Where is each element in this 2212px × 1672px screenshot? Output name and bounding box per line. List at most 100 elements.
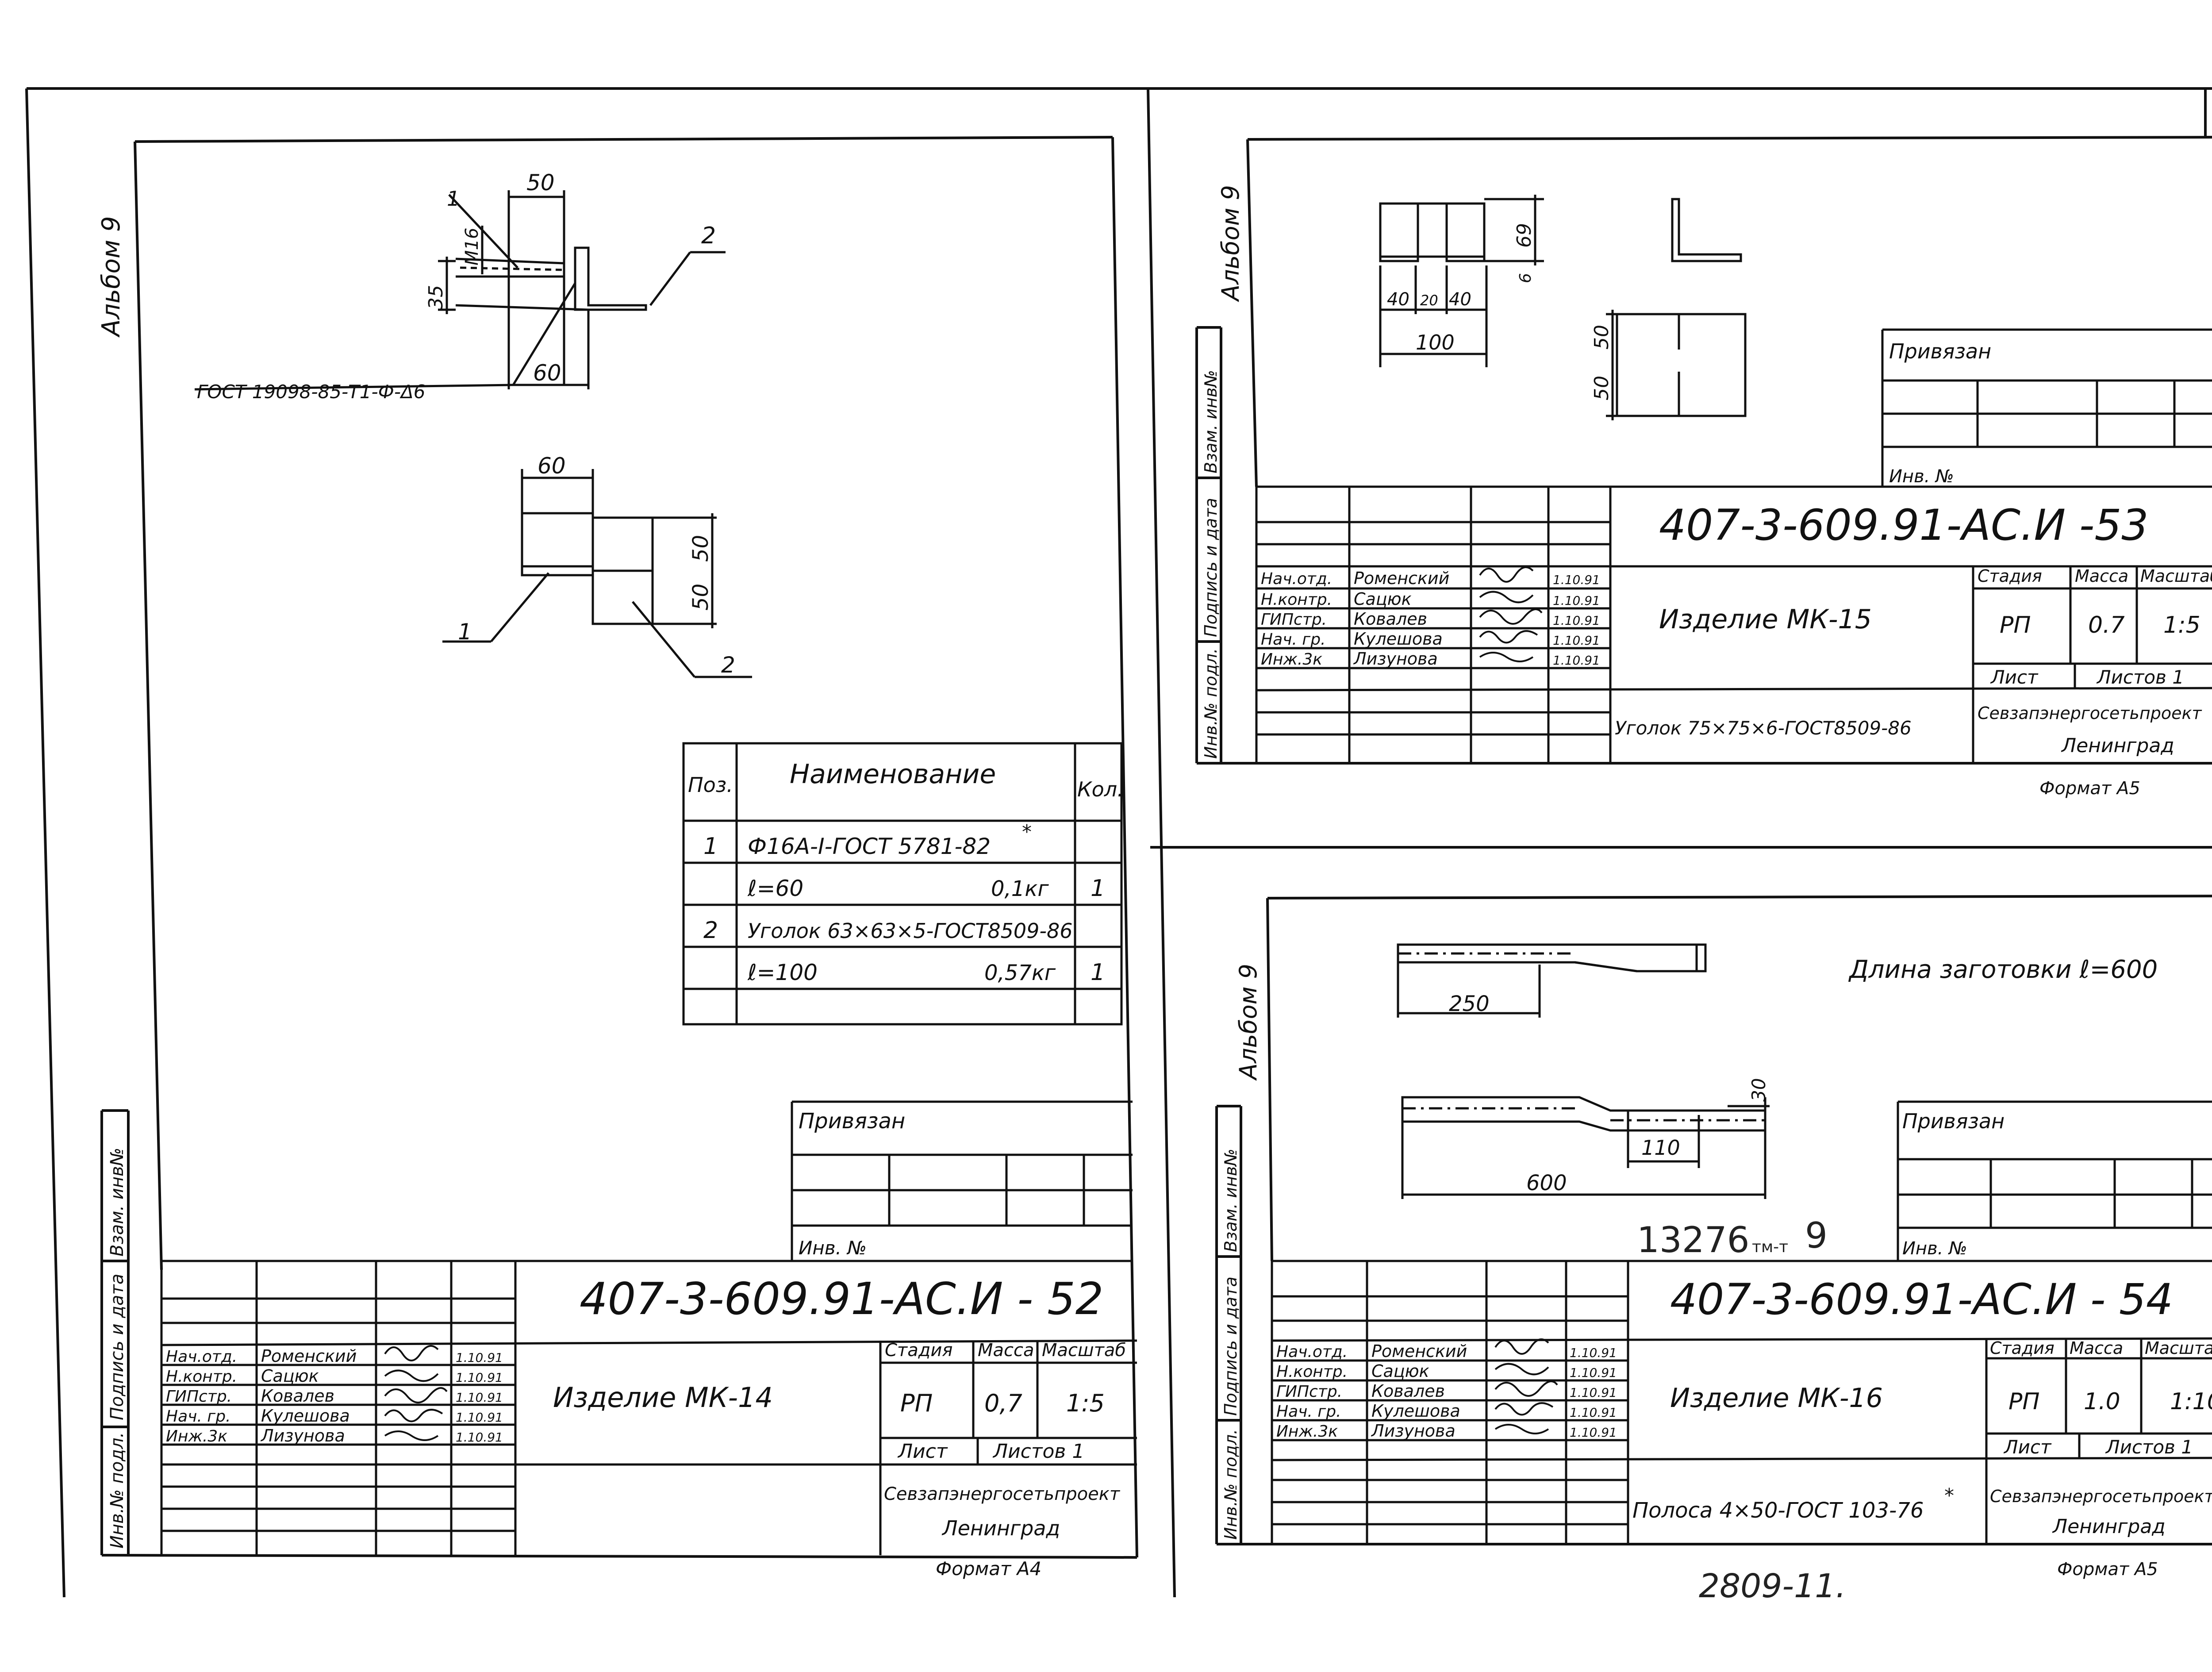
staff-role: Н.контр. [1261, 591, 1332, 609]
staff-role: Н.контр. [1276, 1363, 1348, 1381]
staff-date: 1.10.91 [456, 1410, 503, 1425]
side-stamp-1: Взам. инв№ [107, 1148, 127, 1257]
dim-50: 50 [526, 170, 555, 196]
spec-row4-mass: 0,57кг [984, 961, 1056, 985]
format-label: Формат А5 [2057, 1559, 2158, 1580]
staff-list: Нач.отд. Роменский 1.10.91 Н.контр. Сацю… [166, 1346, 503, 1445]
dim-30: 30 [1748, 1078, 1770, 1102]
staff-name: Ковалев [1354, 609, 1427, 629]
staff-name: Ковалев [1371, 1381, 1445, 1401]
staff-name: Сацюк [1371, 1361, 1429, 1381]
staff-date: 1.10.91 [456, 1350, 503, 1365]
sheet-54-frame [1215, 895, 2212, 1545]
spec-row4-qty: 1 [1091, 959, 1105, 986]
spec-row1-mark: * [1022, 821, 1032, 843]
staff-role: Н.контр. [166, 1368, 237, 1386]
privyazan-block [1897, 1100, 2212, 1261]
staff-role: ГИПстр. [1276, 1383, 1342, 1401]
staff-date: 1.10.91 [1570, 1345, 1617, 1360]
staff-role: ГИПстр. [166, 1388, 232, 1406]
staff-role: Нач. гр. [1261, 630, 1326, 649]
stage-value: РП [2008, 1388, 2039, 1415]
staff-date: 1.10.91 [1553, 653, 1600, 668]
staff-date: 1.10.91 [456, 1390, 503, 1405]
thread-label: М16 [462, 228, 482, 265]
plan-pos-1: 1 [458, 619, 472, 645]
archive-number: 13276 [1637, 1219, 1750, 1261]
title-block [160, 1260, 1137, 1555]
list-label: Лист [1990, 666, 2039, 688]
staff-date: 1.10.91 [1553, 593, 1600, 608]
scale-value: 1:5 [1066, 1389, 1105, 1417]
staff-date: 1.10.91 [456, 1370, 503, 1385]
plan-dim-50b: 50 [688, 584, 713, 611]
dim-100: 100 [1416, 331, 1455, 354]
staff-name: Кулешова [1371, 1401, 1460, 1421]
stage-value: РП [900, 1389, 933, 1417]
listov-label: Листов 1 [2096, 666, 2184, 688]
staff-name: Кулешова [261, 1406, 350, 1426]
mass-header: Масса [2070, 1338, 2123, 1358]
side-stamp-1: Взам. инв№ [1201, 370, 1221, 473]
staff-date: 1.10.91 [1570, 1425, 1617, 1440]
staff-name: Сацюк [1354, 589, 1412, 609]
plan-dim-60: 60 [538, 453, 566, 479]
mass-value: 0.7 [2088, 612, 2125, 638]
list-label: Лист [897, 1440, 948, 1463]
format-label: Формат А4 [936, 1558, 1041, 1580]
album-label: Альбом 9 [1217, 185, 1244, 302]
signatures [1479, 566, 1543, 662]
stage-value: РП [2000, 612, 2031, 638]
spec-row3-pos: 2 [703, 917, 718, 944]
staff-date: 1.10.91 [1570, 1365, 1617, 1380]
stage-header: Стадия [885, 1340, 952, 1361]
doc-code: 407-3-609.91-АС.И -53 [1659, 500, 2148, 550]
dim-40a: 40 [1387, 289, 1409, 310]
doc-code: 407-3-609.91-АС.И - 54 [1670, 1275, 2173, 1324]
plan-pos-2: 2 [721, 652, 735, 678]
staff-role: Нач.отд. [1261, 570, 1332, 588]
privyazan-block [791, 1100, 1133, 1261]
spec-row2-qty: 1 [1091, 875, 1105, 902]
staff-name: Роменский [261, 1346, 357, 1366]
spec-row3-name: Уголок 63×63×5-ГОСТ8509-86 [748, 919, 1073, 943]
dim-250: 250 [1449, 992, 1490, 1016]
sheet-53: Альбом 9 Взам. инв№ Подпись и дата Инв.№… [1195, 136, 2212, 799]
dim-20: 20 [1420, 292, 1438, 309]
dim-50a: 50 [1590, 325, 1613, 350]
pos-1-label: 1 [447, 187, 460, 211]
item-title: Изделие МК-16 [1670, 1383, 1883, 1414]
stage-header: Стадия [1990, 1338, 2055, 1358]
staff-date: 1.10.91 [1553, 613, 1600, 628]
staff-date: 1.10.91 [1570, 1405, 1617, 1420]
angle-views [1379, 195, 1747, 420]
spec-row1-pos: 1 [703, 833, 718, 860]
mass-value: 0,7 [984, 1389, 1022, 1417]
dim-50b: 50 [1590, 376, 1613, 400]
org-name: Севзапэнергосетьпроект [884, 1484, 1121, 1504]
staff-date: 1.10.91 [1553, 573, 1600, 587]
staff-list: Нач.отд. Роменский 1.10.91 Н.контр. Сацю… [1276, 1341, 1617, 1441]
archive-suffix: тм-т [1752, 1238, 1788, 1256]
elevation-view [194, 190, 726, 391]
dim-69: 69 [1513, 223, 1536, 248]
sheet-52-frame [100, 136, 1138, 1559]
mass-header: Масса [978, 1340, 1034, 1361]
staff-role: Инж.3к [166, 1427, 227, 1445]
staff-role: Нач.отд. [166, 1348, 237, 1366]
listov-label: Листов 1 [992, 1440, 1084, 1463]
strip-views [1397, 943, 1770, 1199]
stage-header: Стадия [1978, 566, 2042, 586]
pos-2-label: 2 [701, 223, 716, 249]
org-city: Ленинград [2061, 734, 2174, 757]
footer-number: 2809-11. [1699, 1567, 1846, 1605]
dim-40b: 40 [1449, 289, 1471, 310]
privyazan-block [1881, 328, 2212, 487]
inv-label: Инв. № [1902, 1238, 1967, 1259]
staff-name: Сацюк [261, 1366, 319, 1386]
spec-row2-mass: 0,1кг [991, 876, 1049, 901]
scale-header: Масштаб [1042, 1340, 1126, 1361]
plan-view [442, 469, 752, 678]
staff-role: Нач. гр. [1276, 1403, 1341, 1421]
archive-suffix-2: 9 [1805, 1215, 1828, 1256]
